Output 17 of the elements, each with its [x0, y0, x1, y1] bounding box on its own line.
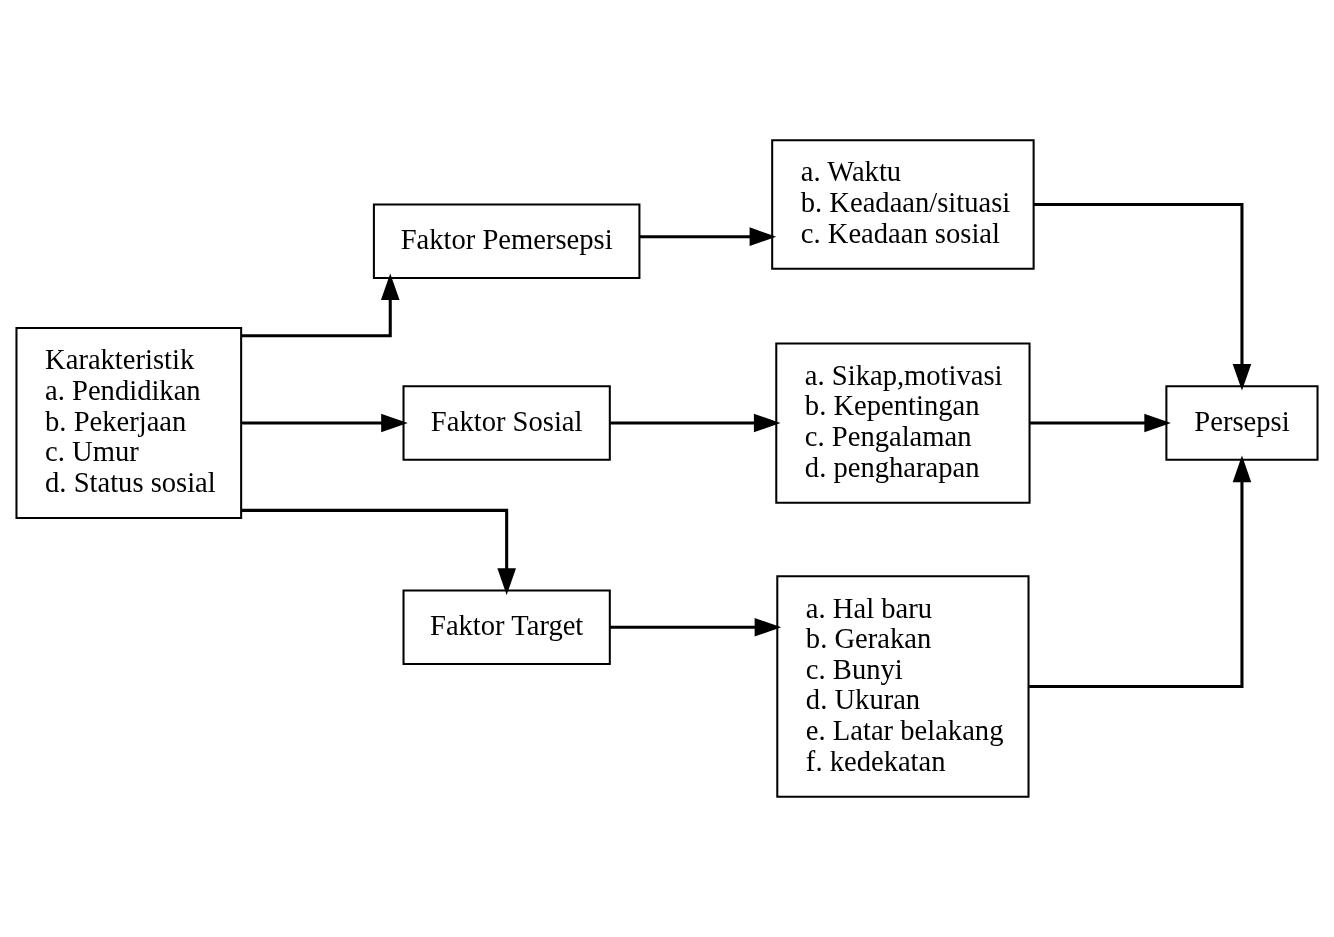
arrow	[639, 227, 777, 246]
arrow	[1029, 455, 1252, 689]
arrow	[241, 273, 400, 338]
node-box: Persepsi	[1165, 385, 1319, 461]
arrow	[610, 413, 781, 433]
node-box: Karakteristik a. Pendidikan b. Pekerjaan c. Umur d. Status sosial	[15, 327, 243, 520]
node-box: a. Hal baru b. Gerakan c. Bunyi d. Ukuran e. Latar belakang f. kedekatan	[776, 575, 1030, 798]
arrow	[1030, 413, 1171, 433]
node-box: Faktor Sosial	[402, 385, 611, 461]
node-box: a. Sikap,motivasi b. Kepentingan c. Pengalaman d. pengharapan	[775, 342, 1031, 504]
arrow	[241, 413, 408, 433]
node-box: Faktor Pemersepsi	[372, 203, 641, 280]
arrow	[1034, 203, 1252, 391]
node-box: Faktor Target	[402, 589, 611, 666]
arrow	[610, 618, 782, 637]
node-box: a. Waktu b. Keadaan/situasi c. Keadaan sosial	[771, 139, 1035, 270]
arrow	[241, 508, 516, 595]
